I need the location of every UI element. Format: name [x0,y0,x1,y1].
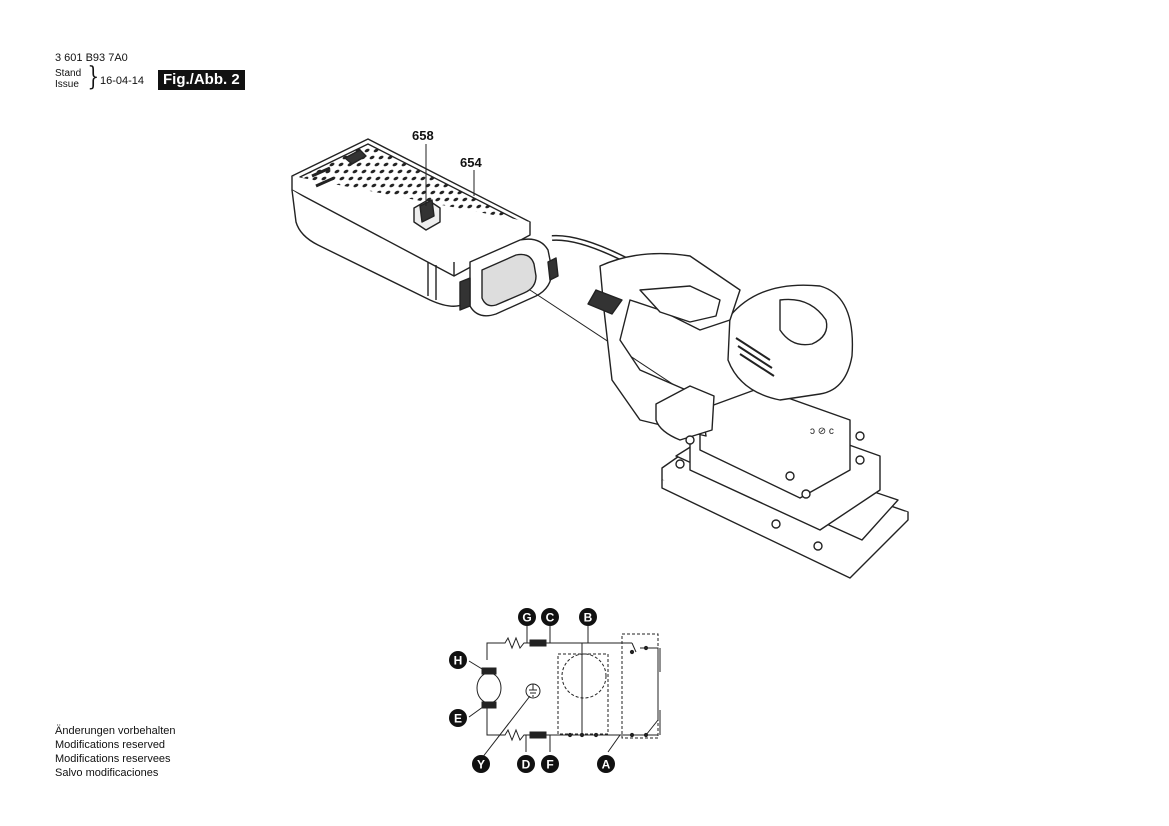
issue-date: 16-04-14 [100,75,145,87]
svg-text:ↄ ⊘ c: ↄ ⊘ c [810,426,834,437]
dust-box [291,138,559,317]
wiring-diagram [468,626,661,759]
svg-text:E: E [454,712,462,726]
figure-badge: Fig./Abb. 2 [158,70,245,90]
note-de: Änderungen vorbehalten [55,725,176,737]
brace-icon: } [87,62,100,92]
svg-text:G: G [522,611,531,625]
svg-text:C: C [546,611,555,625]
issue-label: Issue [55,79,79,90]
svg-text:B: B [584,611,593,625]
circuit-label-b: B [579,608,597,626]
stand-issue-labels: Stand Issue [55,68,81,90]
circuit-label-f: F [541,755,559,773]
part-label-658: 658 [412,128,434,143]
svg-text:Y: Y [477,758,485,772]
document-number: 3 601 B93 7A0 [55,52,128,64]
circuit-label-e: E [449,709,467,727]
circuit-label-d: D [517,755,535,773]
svg-text:D: D [522,758,531,772]
circuit-label-a: A [597,755,615,773]
circuit-label-y: Y [472,755,490,773]
svg-text:F: F [546,758,553,772]
orbital-sander: ↄ ⊘ c [551,234,909,579]
modification-notes: Änderungen vorbehalten Modifications res… [55,724,175,780]
note-fr: Modifications reservees [55,753,171,765]
svg-text:A: A [602,758,611,772]
stand-label: Stand [55,68,82,79]
circuit-label-g: G [518,608,536,626]
circuit-label-h: H [449,651,467,669]
note-es: Salvo modificaciones [55,767,159,779]
note-en: Modifications reserved [55,739,166,751]
circuit-label-c: C [541,608,559,626]
svg-text:H: H [454,654,463,668]
part-label-654: 654 [460,155,482,170]
